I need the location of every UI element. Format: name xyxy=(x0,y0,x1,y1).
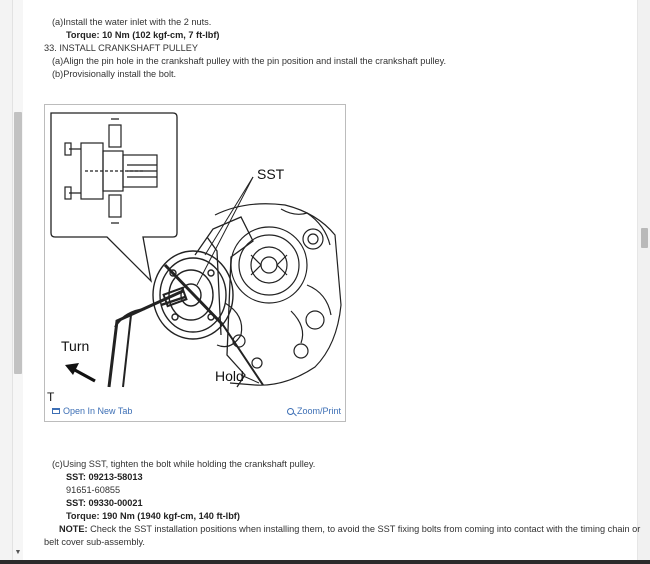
zoom-print-label: Zoom/Print xyxy=(296,406,341,416)
note-line-2: belt cover sub-assembly. xyxy=(44,537,145,547)
note-text: Check the SST installation positions whe… xyxy=(87,524,641,534)
sst-number-2: SST: 09330-00021 xyxy=(66,498,143,508)
step-a-align: (a)Align the pin hole in the crankshaft … xyxy=(52,56,447,66)
open-in-new-tab-link[interactable]: Open In New Tab xyxy=(52,406,132,416)
note-label: NOTE: xyxy=(59,524,88,534)
left-scrollbar-thumb[interactable] xyxy=(14,112,22,374)
note-line: NOTE: Check the SST installation positio… xyxy=(59,523,640,536)
torque-spec-1: Torque: 10 Nm (102 kgf-cm, 7 ft-lbf) xyxy=(66,30,220,40)
label-hold: Hold xyxy=(215,368,244,384)
label-sst: SST xyxy=(257,166,285,182)
zoom-print-link[interactable]: Zoom/Print xyxy=(286,406,341,416)
timing-cover-drawing xyxy=(194,216,254,388)
sst-tool-drawing xyxy=(107,263,264,388)
sst-number-1: SST: 09213-58013 xyxy=(66,472,143,482)
bottom-bar xyxy=(0,560,650,564)
engine-block-drawing xyxy=(214,203,342,386)
turn-arrow-icon xyxy=(72,367,96,383)
inset-detail-drawing xyxy=(50,112,178,283)
part-number: 91651-60855 xyxy=(66,485,121,495)
open-in-new-tab-label: Open In New Tab xyxy=(63,406,133,416)
step-a-install-inlet: (a)Install the water inlet with the 2 nu… xyxy=(52,17,212,27)
torque-spec-2: Torque: 190 Nm (1940 kgf-cm, 140 ft-lbf) xyxy=(66,511,240,521)
right-scrollbar-track[interactable] xyxy=(637,0,650,564)
crankshaft-pulley-figure: SST Turn Hold T Open In New Tab Zoom/Pri… xyxy=(44,104,346,422)
label-t: T xyxy=(47,390,55,403)
right-scrollbar-thumb[interactable] xyxy=(641,228,648,248)
step-33-heading: 33. INSTALL CRANKSHAFT PULLEY xyxy=(44,43,199,53)
figure-illustration: SST Turn Hold T xyxy=(47,112,342,403)
figure-footer: Open In New Tab Zoom/Print xyxy=(45,403,345,421)
zoom-icon xyxy=(286,407,294,415)
label-turn: Turn xyxy=(61,338,89,354)
scroll-down-arrow-icon[interactable]: ▼ xyxy=(14,549,22,556)
step-b-provisional: (b)Provisionally install the bolt. xyxy=(52,69,177,79)
step-c-using-sst: (c)Using SST, tighten the bolt while hol… xyxy=(52,459,316,469)
left-gutter xyxy=(0,0,13,564)
open-tab-icon xyxy=(52,408,60,414)
